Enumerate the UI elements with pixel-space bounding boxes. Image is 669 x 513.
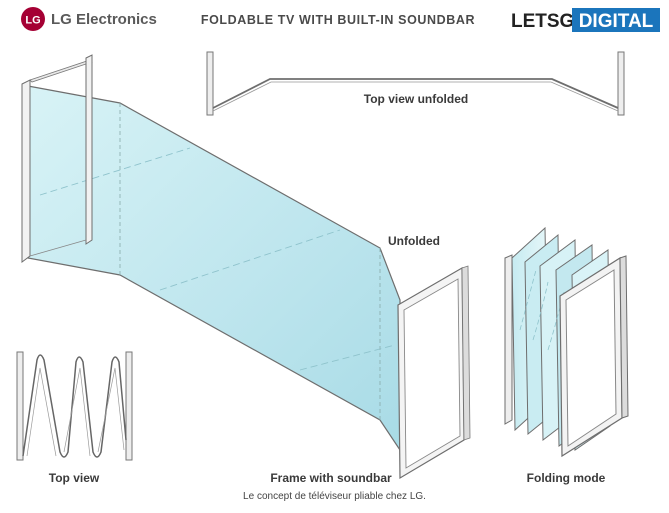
unfolded-screen-drawing xyxy=(21,54,471,480)
label-frame-with-soundbar: Frame with soundbar xyxy=(270,471,392,485)
label-unfolded: Unfolded xyxy=(388,234,440,248)
lg-logo-icon xyxy=(21,7,45,31)
top-view-drawing xyxy=(16,351,133,461)
digital-text: DIGITAL xyxy=(579,11,654,32)
letsgo-digital-logo: LETSGO DIGITAL xyxy=(511,8,660,32)
folding-mode-drawing xyxy=(504,226,629,458)
image-caption: Le concept de téléviseur pliable chez LG… xyxy=(243,491,426,502)
lg-brand-text: LG Electronics xyxy=(51,11,157,28)
digital-badge xyxy=(572,8,660,32)
label-top-view: Top view xyxy=(49,471,100,485)
lg-logo: LG LG Electronics xyxy=(21,7,157,31)
lg-logo-mark: LG xyxy=(25,15,40,27)
page-title: FOLDABLE TV WITH BUILT-IN SOUNDBAR xyxy=(201,13,475,27)
top-view-unfolded-drawing xyxy=(206,51,625,116)
label-top-view-unfolded: Top view unfolded xyxy=(364,92,468,106)
letsgo-text: LETSGO xyxy=(511,11,589,32)
label-folding-mode: Folding mode xyxy=(527,471,606,485)
